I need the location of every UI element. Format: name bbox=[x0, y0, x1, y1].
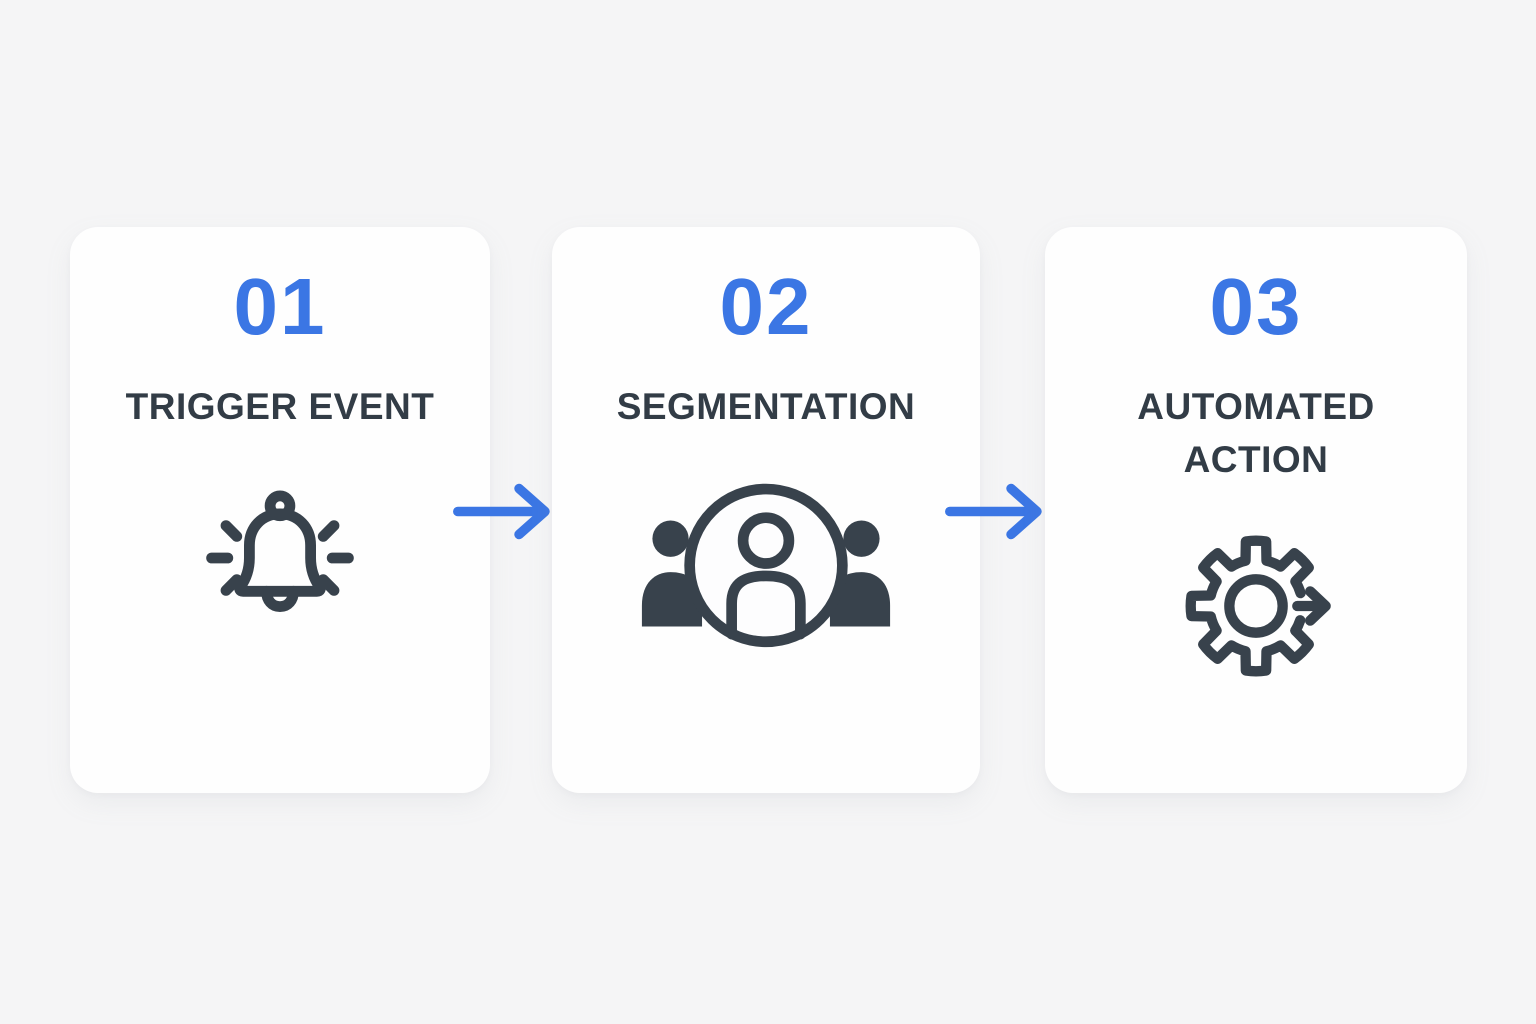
step-icon-wrap bbox=[640, 468, 892, 659]
connector-1 bbox=[452, 478, 567, 550]
step-title: SEGMENTATION bbox=[616, 386, 916, 427]
step-card-automated-action: 03 AUTOMATED ACTION bbox=[1045, 227, 1467, 793]
audience-segmentation-icon bbox=[641, 483, 891, 647]
step-number: 03 bbox=[1209, 262, 1303, 351]
step-icon-wrap bbox=[190, 468, 370, 648]
step-title: TRIGGER EVENT bbox=[125, 386, 435, 427]
step-card-trigger-event: 01 TRIGGER EVENT bbox=[70, 227, 490, 793]
step-title: AUTOMATED ACTION bbox=[1137, 386, 1375, 480]
step-card-segmentation: 02 SEGMENTATION bbox=[552, 227, 980, 793]
arrow-right-icon bbox=[453, 483, 550, 540]
arrow-right-icon bbox=[945, 483, 1042, 540]
step-icon-wrap bbox=[1170, 520, 1342, 692]
connector-2 bbox=[944, 478, 1059, 550]
step-number: 02 bbox=[719, 262, 813, 351]
bell-alert-icon bbox=[206, 490, 354, 612]
step-number: 01 bbox=[233, 262, 327, 351]
automation-gear-icon bbox=[1185, 535, 1331, 677]
